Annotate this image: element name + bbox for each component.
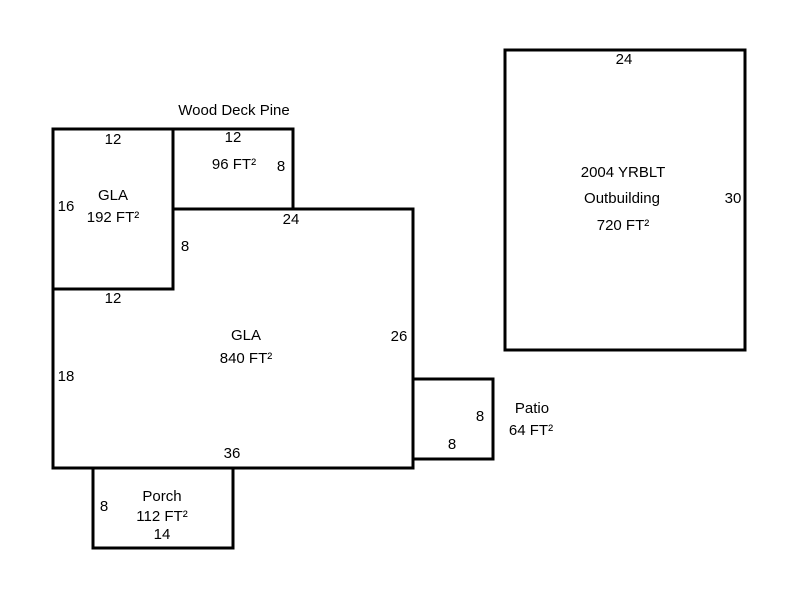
gla-small-dim-right: 8 [181,238,189,255]
gla-small-dim-top: 12 [105,131,122,148]
gla-main-dim-right: 26 [391,328,408,345]
outbuilding-area: 720 FT² [597,217,650,234]
house-outline [51,127,415,470]
gla-small-dim-left: 16 [58,198,75,215]
patio-outline [411,377,495,461]
deck-dim-top: 12 [225,129,242,146]
deck-dim-right: 8 [277,158,285,175]
gla-main-name: GLA [231,327,261,344]
outbuilding-dim-top: 24 [616,51,633,68]
gla-small-dim-bottom: 12 [105,290,122,307]
gla-small-room-walls [51,127,175,291]
outbuilding-dim-right: 30 [725,190,742,207]
gla-main-dim-left: 18 [58,368,75,385]
porch-dim-bottom: 14 [154,526,171,543]
porch-outline [91,466,235,550]
gla-small-name: GLA [98,187,128,204]
outbuilding-year: 2004 YRBLT [581,164,666,181]
outbuilding-outline [503,48,747,352]
gla-main-area: 840 FT² [220,350,273,367]
gla-main-dim-bottom: 36 [224,445,241,462]
patio-dim-right: 8 [476,408,484,425]
deck-dim-bottom: 24 [283,211,300,228]
deck-area: 96 FT² [212,156,256,173]
outbuilding-name: Outbuilding [584,190,660,207]
porch-dim-left: 8 [100,498,108,515]
patio-area: 64 FT² [509,422,553,439]
deck-caption: Wood Deck Pine [178,102,289,119]
patio-name: Patio [515,400,549,417]
porch-name: Porch [142,488,181,505]
gla-small-area: 192 FT² [87,209,140,226]
patio-dim-bottom: 8 [448,436,456,453]
porch-area: 112 FT² [136,508,187,525]
